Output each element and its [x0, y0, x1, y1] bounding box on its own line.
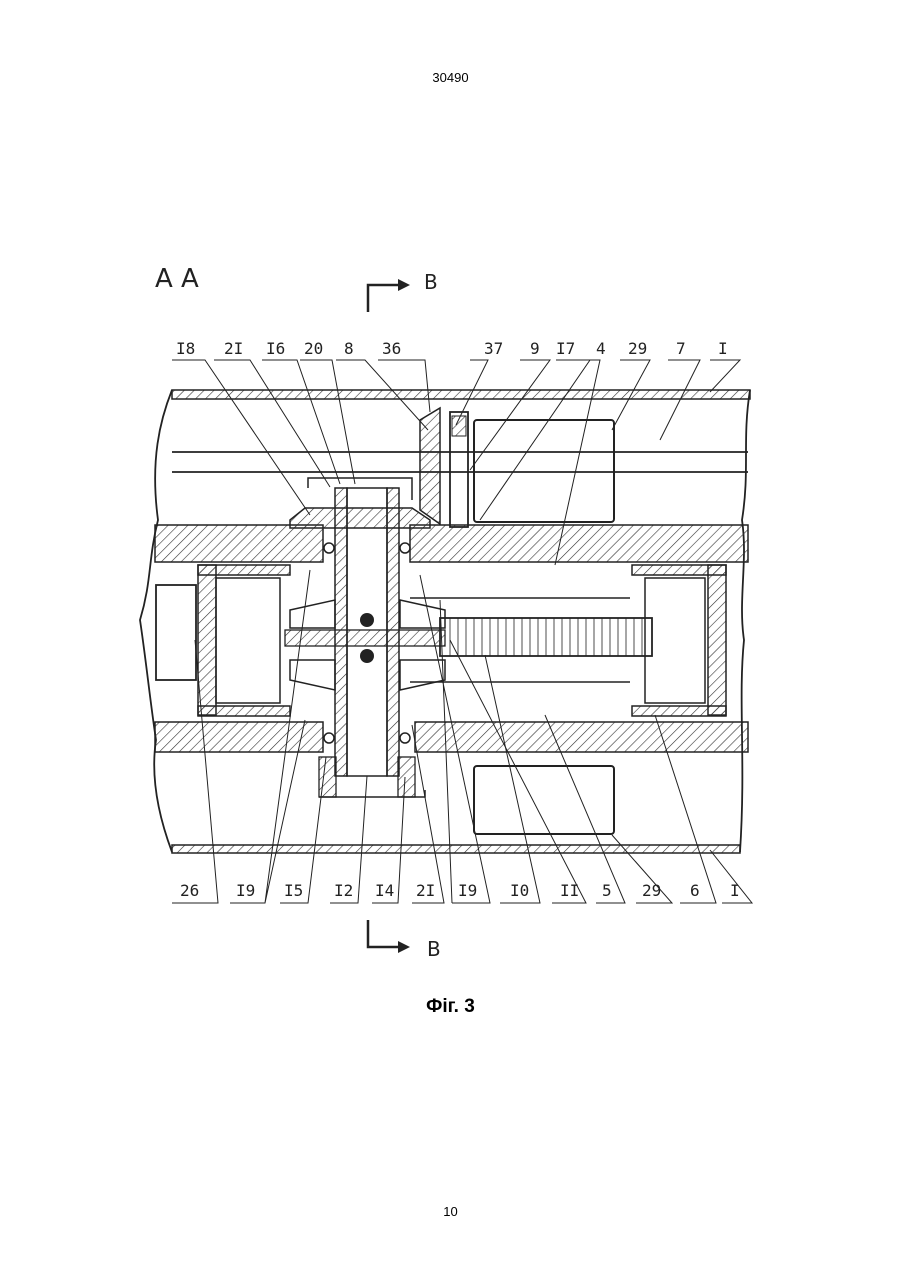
label-bottom-8: I0	[510, 881, 529, 900]
section-arrow-bottom: B	[368, 920, 441, 961]
label-top-1: I8	[176, 339, 195, 358]
gear-rack	[410, 598, 652, 682]
right-frame	[632, 565, 726, 716]
view-label: A A	[155, 264, 199, 294]
label-top-7: 37	[484, 339, 503, 358]
bevel-gear	[290, 408, 468, 528]
bottom-labels: 26 I9 I5 I2 I4 2I I9 I0 II 5 29 6 I	[180, 881, 740, 900]
top-labels: I8 2I I6 20 8 36 37 9 I7 4 29 7 I	[176, 339, 728, 358]
label-bottom-1: 26	[180, 881, 199, 900]
label-top-12: 7	[676, 339, 686, 358]
label-top-5: 8	[344, 339, 354, 358]
figure-caption: Фіг. 3	[0, 996, 901, 1018]
section-marker-bottom: B	[427, 937, 441, 961]
label-bottom-2: I9	[236, 881, 255, 900]
label-bottom-7: I9	[458, 881, 477, 900]
label-bottom-5: I4	[375, 881, 394, 900]
label-bottom-10: 5	[602, 881, 612, 900]
label-bottom-6: 2I	[416, 881, 435, 900]
label-top-11: 29	[628, 339, 647, 358]
label-top-13: I	[718, 339, 728, 358]
label-bottom-9: II	[560, 881, 579, 900]
label-bottom-12: 6	[690, 881, 700, 900]
label-top-8: 9	[530, 339, 540, 358]
lower-block	[474, 766, 614, 834]
label-bottom-3: I5	[284, 881, 303, 900]
left-frame	[156, 565, 290, 716]
section-marker-top: B	[424, 270, 438, 294]
label-top-4: 20	[304, 339, 323, 358]
leader-lines	[172, 360, 752, 903]
label-top-10: 4	[596, 339, 606, 358]
label-bottom-11: 29	[642, 881, 661, 900]
label-bottom-4: I2	[334, 881, 353, 900]
label-top-3: I6	[266, 339, 285, 358]
label-top-9: I7	[556, 339, 575, 358]
label-bottom-13: I	[730, 881, 740, 900]
section-arrow-top: B	[368, 270, 438, 312]
inner-tube	[155, 525, 748, 752]
page-number: 10	[0, 1204, 901, 1219]
label-top-6: 36	[382, 339, 401, 358]
label-top-2: 2I	[224, 339, 243, 358]
